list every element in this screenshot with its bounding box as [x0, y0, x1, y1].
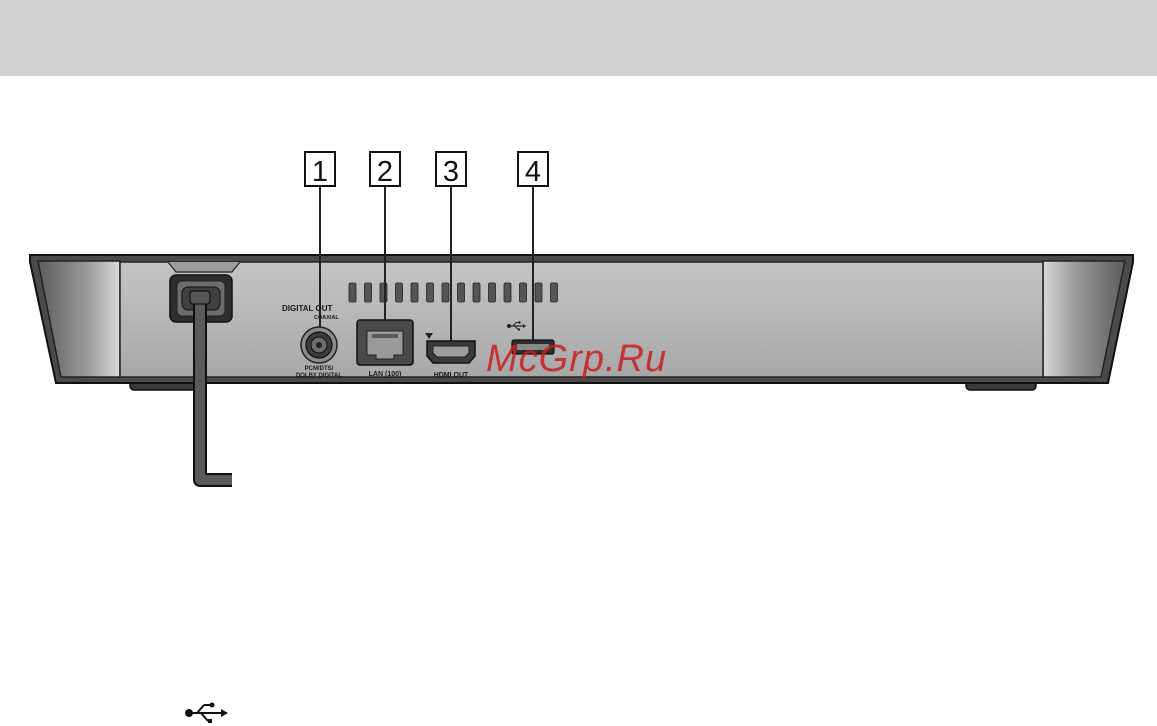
coaxial-label: COAXIAL — [314, 315, 339, 321]
callout-box-4: 4 — [518, 152, 548, 188]
vent-slot — [349, 283, 356, 302]
dolby-digital-label: DOLBY DIGITAL — [296, 373, 342, 379]
hdmi-out-label: HDMI OUT — [434, 372, 469, 379]
vent-slot — [551, 283, 558, 302]
callout-box-1: 1 — [305, 152, 335, 188]
vent-slot — [489, 283, 496, 302]
callout-number-4: 4 — [525, 156, 541, 188]
vent-slot — [473, 283, 480, 302]
vent-slot — [396, 283, 403, 302]
vent-slot — [365, 283, 372, 302]
vent-slot — [442, 283, 449, 302]
digital-out-label: DIGITAL OUT — [282, 304, 332, 313]
callout-box-2: 2 — [370, 152, 400, 188]
callout-number-1: 1 — [312, 156, 328, 188]
vent-slot — [427, 283, 434, 302]
vent-slot — [520, 283, 527, 302]
watermark: McGrp.Ru — [486, 338, 667, 381]
callout-number-2: 2 — [377, 156, 393, 188]
vent-slot — [504, 283, 511, 302]
vent-slot — [411, 283, 418, 302]
usb-icon — [184, 701, 230, 725]
lan-label: LAN (100) — [369, 371, 402, 378]
pcm-dts-label: PCM/DTS/ — [305, 366, 334, 372]
callout-box-3: 3 — [436, 152, 466, 188]
vent-slot — [458, 283, 465, 302]
vent-slot — [535, 283, 542, 302]
callout-number-3: 3 — [443, 156, 459, 188]
